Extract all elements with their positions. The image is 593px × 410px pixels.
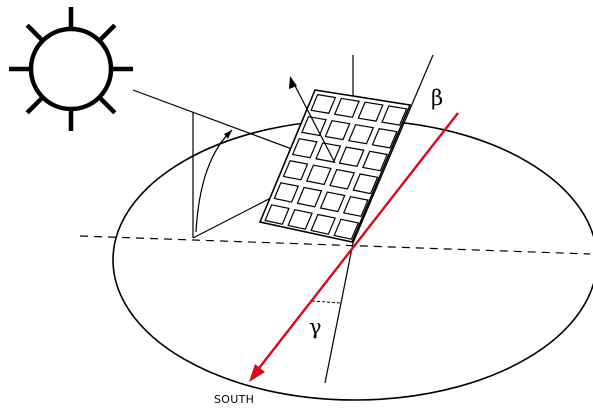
sun-ray: [27, 25, 41, 39]
tilt-angle-label: β: [431, 86, 443, 110]
solar-altitude-arc: [196, 130, 232, 232]
solar-panel: [260, 90, 410, 242]
sun-ray: [27, 99, 41, 113]
south-arrow-head: [249, 364, 265, 382]
south-label: SOUTH: [214, 393, 254, 406]
sun-ray: [101, 25, 115, 39]
azimuth-angle-label: γ: [309, 315, 322, 339]
sun-ray: [101, 99, 115, 113]
azimuth-angle-marker: [312, 301, 341, 303]
sun-icon: [9, 7, 133, 131]
